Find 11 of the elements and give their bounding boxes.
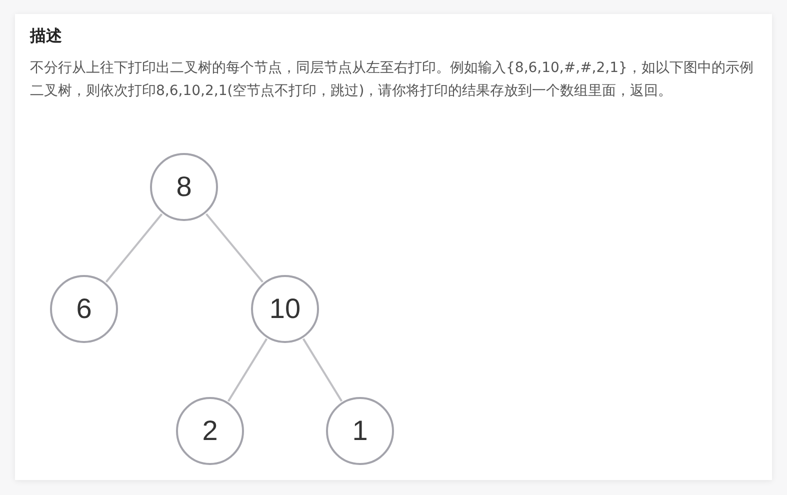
node-value: 1	[352, 414, 368, 448]
node-value: 10	[269, 292, 301, 326]
node-value: 2	[202, 414, 218, 448]
node-value: 8	[176, 170, 192, 204]
description-text: 不分行从上往下打印出二叉树的每个节点，同层节点从左至右打印。例如输入{8,6,10,#,#,2,1}，如以下图中的示例二叉树，则依次打印8,6,10,2,1(空节点不打印，跳过)，请你将打印的结果存放到一个数组里面，返回。	[30, 59, 754, 101]
node-value: 6	[76, 292, 92, 326]
section-heading: 描述	[30, 26, 62, 47]
tree-edge	[206, 213, 264, 283]
tree-edge	[302, 338, 343, 402]
tree-edge	[227, 338, 268, 402]
tree-edge	[105, 213, 163, 283]
